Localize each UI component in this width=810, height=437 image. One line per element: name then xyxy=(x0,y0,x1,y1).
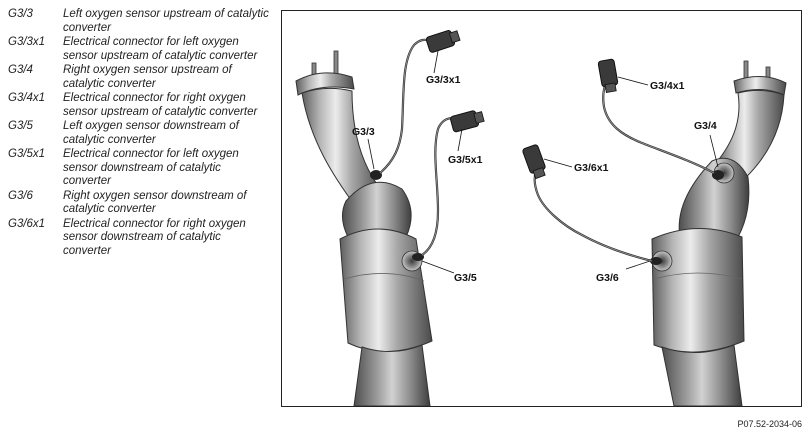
legend-row: G3/5x1 Electrical connector for left oxy… xyxy=(8,148,270,189)
catalytic-converter xyxy=(339,228,433,352)
connector-g36x1 xyxy=(522,144,546,180)
callout-g34x1: G3/4x1 xyxy=(650,80,685,92)
sensor-cable-g35-highlight xyxy=(421,117,455,256)
exhaust-pipe xyxy=(301,87,383,208)
legend-code: G3/6x1 xyxy=(8,217,46,230)
left-exhaust-assembly xyxy=(295,50,433,406)
legend-code: G3/5 xyxy=(8,120,33,132)
oxygen-sensor-g34 xyxy=(712,170,724,180)
leader-lines xyxy=(367,50,719,274)
leader-line-g36 xyxy=(625,260,651,270)
sensor-cable-g35 xyxy=(421,117,455,256)
left-sensor-cables xyxy=(379,30,485,256)
right-sensor-cables xyxy=(522,58,715,263)
legend-code: G3/3 xyxy=(8,8,33,20)
sensor-cable-g33 xyxy=(379,38,431,174)
legend-row: G3/6x1 Electrical connector for right ox… xyxy=(8,218,270,259)
pipe-transition xyxy=(342,181,412,238)
legend-row: G3/5 Left oxygen sensor downstream of ca… xyxy=(8,120,270,147)
legend: G3/3 Left oxygen sensor upstream of cata… xyxy=(8,8,270,259)
exhaust-diagram: G3/3x1 G3/3 G3/5x1 G3/5 G3/4x1 G3/4 G3/6… xyxy=(281,10,802,407)
callout-g33x1: G3/3x1 xyxy=(426,74,461,86)
sensor-cable-g36 xyxy=(533,170,653,263)
legend-code: G3/4x1 xyxy=(8,92,46,104)
sensor-cable-g34-highlight xyxy=(602,80,715,174)
legend-description: Electrical connector for right oxygen se… xyxy=(63,217,246,257)
legend-description: Right oxygen sensor upstream of catalyti… xyxy=(63,64,232,90)
legend-description: Right oxygen sensor downstream of cataly… xyxy=(63,189,247,216)
right-exhaust-assembly xyxy=(650,60,787,406)
callout-g33: G3/3 xyxy=(352,126,375,138)
callout-g35x1: G3/5x1 xyxy=(448,154,483,166)
legend-code: G3/5x1 xyxy=(8,148,46,160)
connector-g35x1 xyxy=(450,110,485,133)
connector-g33x1 xyxy=(425,30,461,53)
leader-line-g33 xyxy=(367,138,375,170)
leader-line-g35 xyxy=(421,260,455,274)
exhaust-pipe-lower xyxy=(661,344,743,406)
legend-description: Electrical connector for left oxygen sen… xyxy=(63,148,239,187)
legend-row: G3/3 Left oxygen sensor upstream of cata… xyxy=(8,8,270,35)
legend-description: Left oxygen sensor downstream of catalyt… xyxy=(63,120,239,146)
connector-g34x1 xyxy=(597,58,619,94)
callout-g35: G3/5 xyxy=(454,272,477,284)
legend-row: G3/6 Right oxygen sensor downstream of c… xyxy=(8,190,270,217)
exhaust-diagram-svg: G3/3x1 G3/3 G3/5x1 G3/5 G3/4x1 G3/4 G3/6… xyxy=(295,30,787,406)
leader-line-g36x1 xyxy=(543,158,573,168)
exhaust-pipe-lower xyxy=(353,344,431,406)
callout-g36x1: G3/6x1 xyxy=(574,162,609,174)
sensor-cable-g36-highlight xyxy=(534,170,653,262)
converter-seam xyxy=(343,273,425,282)
leader-line-g34 xyxy=(709,134,719,168)
legend-code: G3/6 xyxy=(8,189,33,202)
legend-description: Electrical connector for right oxygen se… xyxy=(63,92,258,118)
oxygen-sensor-g36 xyxy=(650,257,662,265)
legend-code: G3/4 xyxy=(8,64,33,76)
legend-row: G3/3x1 Electrical connector for left oxy… xyxy=(8,36,270,63)
legend-code: G3/3x1 xyxy=(8,36,46,48)
converter-seam xyxy=(653,272,743,280)
oxygen-sensor-g33 xyxy=(370,170,382,180)
leader-line-g35x1 xyxy=(457,128,463,152)
sensor-cable-g33-highlight xyxy=(379,39,431,174)
leader-line-g33x1 xyxy=(433,50,439,74)
legend-description: Electrical connector for left oxygen sen… xyxy=(63,36,258,62)
oxygen-sensor-g35 xyxy=(412,253,424,261)
catalytic-converter xyxy=(651,228,745,353)
legend-description: Left oxygen sensor upstream of catalytic… xyxy=(63,8,269,34)
figure-reference: P07.52-2034-06 xyxy=(737,419,802,429)
callout-g34: G3/4 xyxy=(694,120,717,132)
legend-row: G3/4x1 Electrical connector for right ox… xyxy=(8,92,270,119)
exhaust-pipe xyxy=(715,89,785,182)
legend-row: G3/4 Right oxygen sensor upstream of cat… xyxy=(8,64,270,91)
leader-line-g34x1 xyxy=(617,76,649,86)
callout-g36: G3/6 xyxy=(596,272,619,284)
